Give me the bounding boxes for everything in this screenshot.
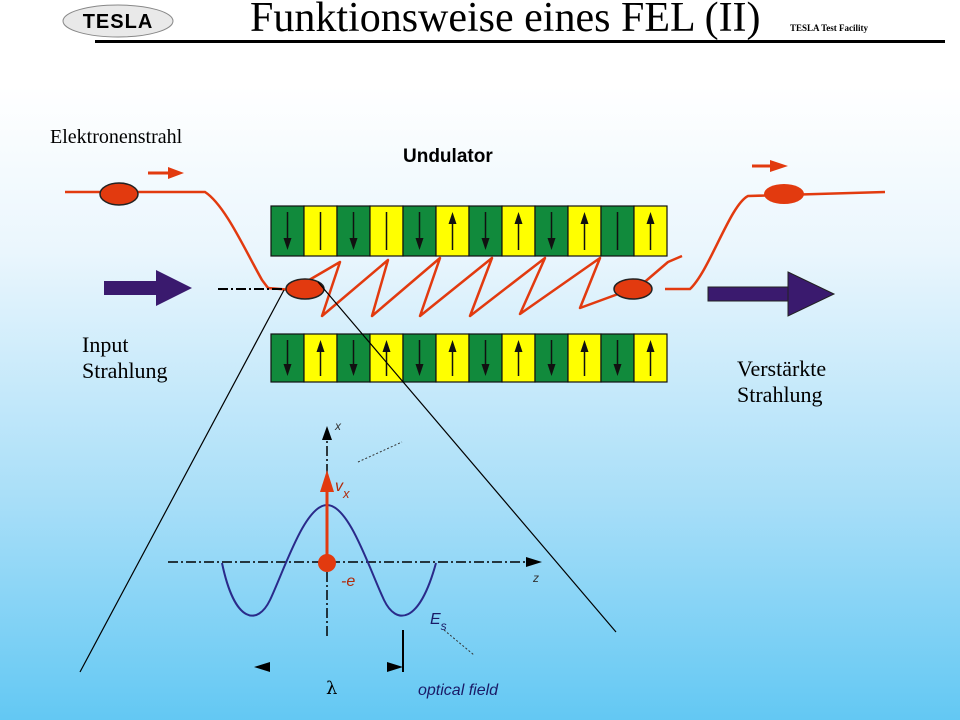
magnet-arrowhead-up-icon [448, 340, 457, 352]
output-radiation-arrow [707, 271, 836, 317]
magnet-arrowhead-down-icon [415, 364, 424, 376]
beam-direction-arrow-right [752, 160, 788, 172]
magnet-arrowhead-down-icon [283, 238, 292, 250]
x-axis-label: x [334, 419, 342, 433]
electron-beam-exit [665, 190, 886, 291]
magnet-arrowhead-up-icon [646, 212, 655, 224]
electron-bunch-exit-inside [613, 278, 653, 300]
magnet-arrowhead-down-icon [415, 238, 424, 250]
electron-bunch-exit [764, 184, 804, 204]
electron-bunch-entry [99, 182, 139, 206]
zoom-line-left [79, 289, 285, 673]
velocity-arrowhead [320, 470, 334, 492]
electron-beam-label: Elektronenstrahl [50, 126, 183, 148]
magnet-arrowhead-down-icon [349, 238, 358, 250]
undulator-label: Undulator [403, 146, 493, 167]
inset-plot: x z vx -e Es λ [168, 419, 542, 699]
zoom-line-right [317, 281, 617, 633]
input-radiation-label: Input Strahlung [82, 332, 168, 384]
undulator-magnets-bottom [270, 333, 668, 383]
output-line-1: Verstärkte [737, 356, 827, 381]
electron-label: -e [341, 573, 355, 590]
electron-dot [318, 554, 336, 572]
magnet-arrowhead-up-icon [514, 340, 523, 352]
wavelength-label: λ [326, 678, 337, 699]
magnet-arrowhead-up-icon [646, 340, 655, 352]
z-axis-label: z [532, 571, 539, 585]
amplified-radiation-label: Verstärkte Strahlung [737, 356, 826, 408]
input-radiation-arrow [104, 270, 192, 306]
logo-text: TESLA [83, 11, 154, 33]
magnet-arrowhead-down-icon [349, 364, 358, 376]
magnet-arrowhead-down-icon [613, 364, 622, 376]
optical-field-label: optical field [418, 682, 499, 699]
wavelength-arrow-right [387, 662, 403, 672]
x-axis-arrowhead [322, 426, 332, 440]
magnet-arrowhead-down-icon [547, 238, 556, 250]
magnet-arrowhead-down-icon [481, 238, 490, 250]
magnet-arrowhead-up-icon [382, 340, 391, 352]
page-title: Funktionsweise eines FEL (II) [250, 0, 761, 41]
input-line-2: Strahlung [82, 358, 168, 383]
tesla-logo: TESLA [62, 4, 174, 38]
magnet-arrowhead-up-icon [514, 212, 523, 224]
undulator-magnets-top [270, 205, 668, 257]
electron-beam-oscillation [267, 254, 683, 318]
magnet-arrowhead-up-icon [580, 340, 589, 352]
leader-line-bottom [443, 629, 475, 656]
z-axis-arrowhead [526, 557, 542, 567]
magnet-arrowhead-down-icon [547, 364, 556, 376]
velocity-label: vx [335, 478, 350, 501]
magnet-arrowhead-down-icon [481, 364, 490, 376]
title-rule [95, 40, 945, 43]
leader-line-top [357, 441, 403, 463]
input-line-1: Input [82, 332, 129, 357]
magnet-arrowhead-up-icon [448, 212, 457, 224]
field-label: Es [430, 611, 447, 633]
output-line-2: Strahlung [737, 382, 823, 407]
wavelength-arrow-left [254, 662, 270, 672]
electron-beam-path [65, 190, 269, 289]
magnet-arrowhead-down-icon [283, 364, 292, 376]
facility-label: TESLA Test Facility [790, 23, 869, 33]
beam-direction-arrow-left [148, 167, 184, 179]
magnet-arrowhead-up-icon [580, 212, 589, 224]
magnet-arrowhead-up-icon [316, 340, 325, 352]
